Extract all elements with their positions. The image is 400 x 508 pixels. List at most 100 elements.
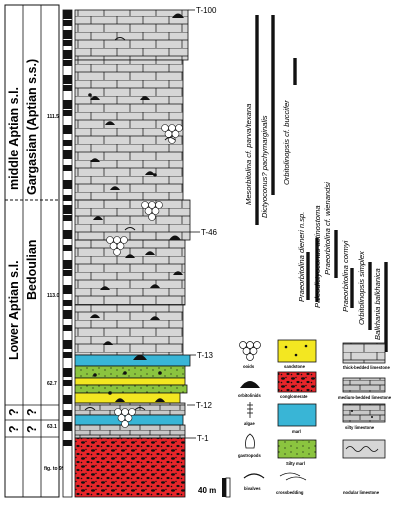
sample-tick — [63, 440, 72, 446]
sample-tick — [63, 85, 72, 91]
nodular-limestone-swatch — [342, 439, 386, 459]
bed-silty-marl — [74, 384, 188, 394]
orbitolinid-icon — [145, 171, 155, 175]
bivalve-icon — [84, 407, 96, 411]
bed-thick-limestone — [74, 199, 191, 241]
legend-label: bivalves — [244, 486, 261, 491]
bivalve-icon — [243, 473, 265, 479]
orbitolinid-icon — [90, 314, 100, 318]
sample-tick — [63, 205, 72, 214]
sample-tick — [63, 30, 72, 39]
sample-tick — [63, 260, 72, 269]
taxon-label: Paleodictyoconus actinostoma — [313, 205, 322, 308]
ooid-icon — [128, 408, 136, 416]
orbitolinid-icon — [105, 121, 115, 125]
legend-label: gastropods — [238, 453, 261, 458]
sample-tick — [63, 270, 72, 276]
sample-tick — [63, 285, 72, 294]
stage-label-middle-aptian: middle Aptian s.l. — [7, 87, 21, 190]
taxon-label: Praeorbitolina dieneri n.sp. — [297, 212, 306, 302]
taxon-label: Orbitolinopsis cf. buccifer — [282, 100, 291, 185]
ooid-icon — [116, 242, 125, 250]
marker-labels: T-100 T-46 T-13 T-12 T-1 — [185, 6, 218, 443]
scale-bar-white — [225, 477, 231, 498]
marker-t100: T-100 — [196, 6, 217, 15]
bivalve-icon — [124, 227, 136, 231]
ooid-icon — [168, 136, 176, 144]
orbitolinid-icon — [93, 216, 103, 220]
legend-label: marl — [292, 429, 301, 434]
grain-dot — [108, 391, 112, 395]
orbitolinid-icon — [150, 316, 160, 320]
unknown-substage-mark-lower: ? — [25, 425, 39, 433]
bed-thick-limestone — [74, 304, 184, 356]
ooids-icon — [239, 341, 261, 361]
orbitolinid-icon — [115, 398, 125, 402]
legend-label: medium-bedded limestone — [338, 395, 392, 400]
taxon-label: Balkhania balkhanica — [373, 268, 382, 340]
sample-tick — [63, 215, 72, 221]
legend-label: nodular limestone — [343, 490, 380, 495]
bed-marl — [74, 354, 191, 367]
legend-label: conglomerate — [280, 394, 308, 399]
grain-dot — [158, 371, 162, 375]
marker-t46: T-46 — [201, 228, 218, 237]
sample-tick — [63, 10, 72, 19]
grain-dot — [153, 173, 157, 177]
legend-ooids: ooids — [239, 341, 261, 369]
age-label: 113.0 — [47, 293, 59, 299]
sample-tick — [63, 230, 72, 239]
bivalve-icon — [134, 407, 146, 411]
orbitolinid-icon — [155, 398, 165, 402]
ooid-icon — [171, 130, 180, 138]
legend-algae: algae — [244, 402, 255, 426]
legend-label: thick-bedded limestone — [343, 365, 390, 370]
legend-label: Silty marl — [286, 461, 305, 466]
legend-crossbedding: crossbedding — [276, 472, 307, 495]
sample-tick — [63, 150, 72, 159]
bed-sandstone — [74, 377, 186, 386]
orbitolinid-icon — [172, 13, 184, 18]
legend-silty-limestone: silty limestone — [342, 403, 386, 430]
legend-gastropods: gastropods — [238, 433, 261, 458]
legend-thick-limestone: thick-bedded limestone — [342, 342, 390, 370]
ooid-icon — [121, 420, 129, 428]
legend-conglomerate: conglomerate — [277, 371, 317, 399]
sample-tick — [63, 422, 72, 431]
orbitolinid-icon — [145, 251, 155, 255]
legend: ooids orbitolinids algae gastropods sand… — [238, 339, 392, 495]
sample-tick — [63, 395, 72, 404]
age-labels: 111.5 113.0 62.7 63.1 fig. to 999 — [44, 114, 68, 472]
age-label: 63.1 — [47, 424, 57, 430]
substage-label-gargasian: Gargasian (Aptian s.s.) — [25, 59, 39, 195]
grain-dot — [88, 93, 92, 97]
legend-label: crossbedding — [276, 490, 304, 495]
conglomerate-swatch — [277, 371, 317, 393]
unknown-stage-mark-lower: ? — [7, 425, 21, 433]
sample-tick — [63, 410, 72, 416]
sample-tick — [63, 325, 72, 331]
marker-t1: T-1 — [197, 434, 209, 443]
unknown-substage-mark: ? — [25, 408, 39, 416]
orbitolinid-icon — [110, 186, 120, 190]
sample-tick — [63, 340, 72, 349]
age-label: 62.7 — [47, 381, 57, 387]
marl-swatch — [277, 403, 317, 427]
sample-tick — [63, 50, 72, 59]
stratigraphy-column: middle Aptian s.l. Gargasian (Aptian s.s… — [4, 4, 60, 498]
legend-label: algae — [244, 421, 255, 426]
sample-tick — [63, 310, 72, 319]
ooid-icon — [155, 201, 163, 209]
orbitolinid-icon — [90, 96, 100, 100]
age-label: 111.5 — [47, 114, 59, 120]
sample-tick — [63, 245, 72, 251]
sample-tick — [63, 140, 72, 146]
sample-tick — [63, 125, 72, 134]
sample-tick — [63, 20, 72, 26]
ooid-icon — [151, 207, 160, 215]
silty-limestone-swatch — [342, 403, 386, 423]
sample-tick-column — [62, 9, 73, 498]
age-label: fig. to 999 — [44, 466, 68, 472]
sample-tick — [63, 60, 72, 66]
